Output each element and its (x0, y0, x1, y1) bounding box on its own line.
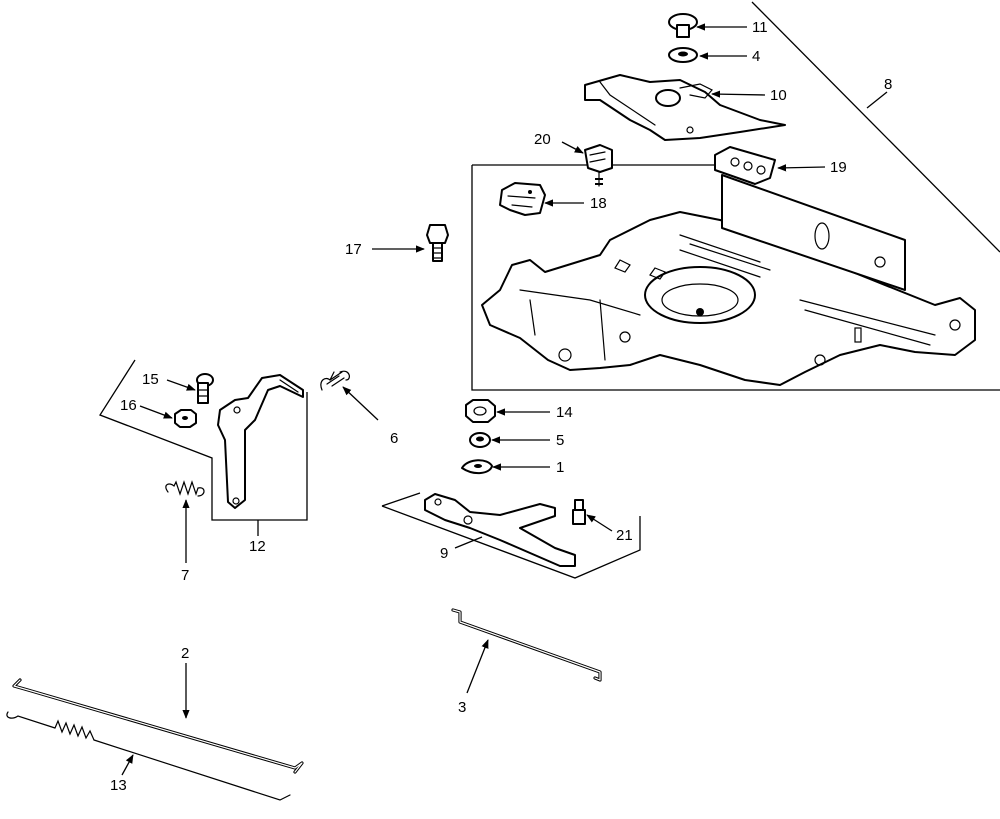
label-19: 19 (830, 159, 847, 176)
label-18: 18 (590, 195, 607, 212)
label-20: 20 (534, 131, 551, 148)
label-2: 2 (181, 645, 189, 662)
label-1: 1 (556, 459, 564, 476)
knob-part (668, 13, 698, 38)
label-7: 7 (181, 567, 189, 584)
small-spring-part (165, 480, 205, 497)
label-9: 9 (440, 545, 448, 562)
lever-part (424, 493, 576, 567)
arm-bracket-part (217, 374, 304, 509)
label-4: 4 (752, 48, 760, 65)
bracket-clip-part (499, 182, 546, 216)
stud-part (572, 499, 586, 525)
label-10: 10 (770, 87, 787, 104)
bushing-part (469, 432, 491, 448)
hex-nut-part (465, 399, 496, 423)
label-14: 14 (556, 404, 573, 421)
connector-block-part (714, 146, 776, 185)
label-3: 3 (458, 699, 466, 716)
clip-washer-part (461, 459, 493, 474)
leader-arrows (121, 23, 888, 776)
label-8: 8 (884, 76, 892, 93)
small-nut-part (174, 409, 197, 428)
rod-2-part (12, 678, 304, 774)
label-5: 5 (556, 432, 564, 449)
base-plate-part (481, 174, 976, 386)
spring-part (320, 370, 350, 391)
label-16: 16 (120, 397, 137, 414)
rod-3-part (451, 608, 602, 682)
label-12: 12 (249, 538, 266, 555)
clip-part (584, 144, 613, 187)
label-11: 11 (752, 19, 768, 36)
cable-13-part (6, 711, 291, 801)
label-13: 13 (110, 777, 127, 794)
part-labels: 11 4 10 8 20 19 18 17 15 16 6 14 5 1 21 … (110, 19, 892, 794)
pin-part (196, 373, 214, 404)
label-21: 21 (616, 527, 633, 544)
bolt-part (426, 224, 449, 262)
label-6: 6 (390, 430, 398, 447)
washer-part (668, 47, 698, 63)
control-bracket-part (584, 74, 786, 141)
label-15: 15 (142, 371, 159, 388)
label-17: 17 (345, 241, 362, 258)
